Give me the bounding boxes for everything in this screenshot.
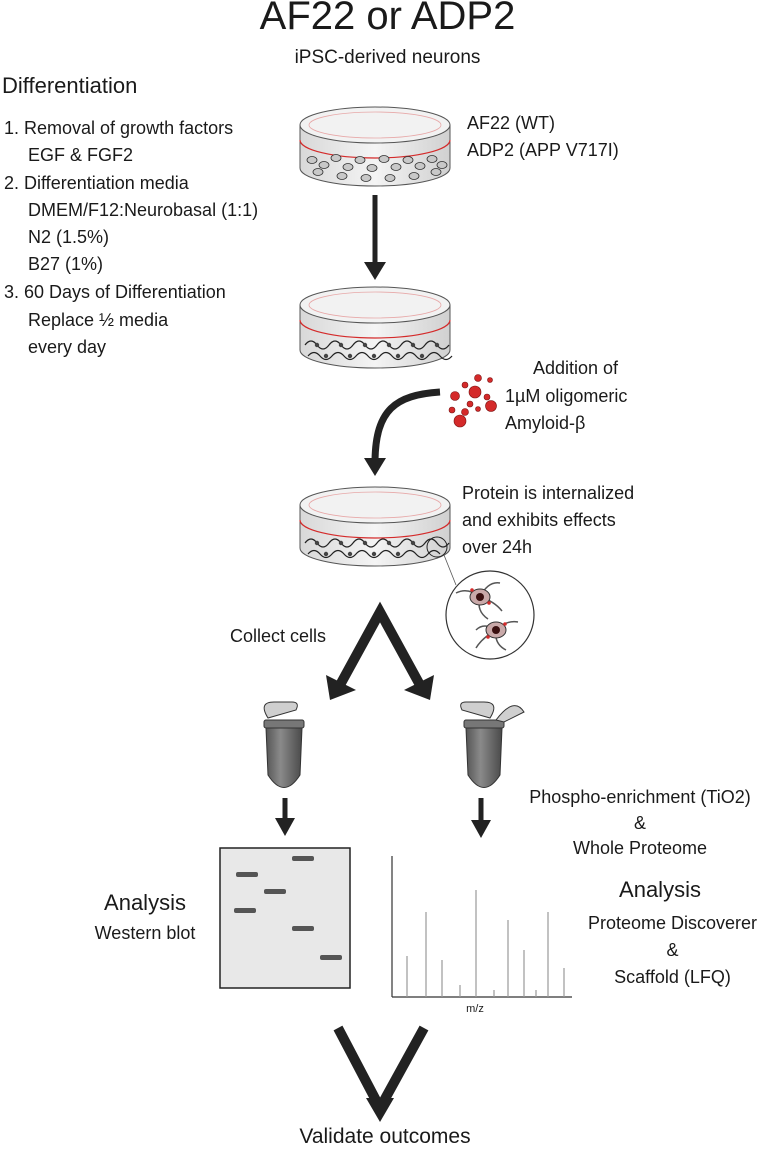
step-3-detail-daily: every day — [28, 337, 107, 357]
step-3: 3. 60 Days of Differentiation — [4, 282, 226, 302]
validate-outcomes-label: Validate outcomes — [299, 1125, 471, 1148]
software-line-2: & — [666, 940, 679, 960]
left-analysis-heading: Analysis — [104, 890, 186, 915]
addition-line-3: Amyloid-β — [505, 413, 586, 433]
step-2: 2. Differentiation media — [4, 173, 189, 193]
petri-dish-progenitor — [299, 106, 451, 187]
internalized-line-3: over 24h — [462, 537, 533, 557]
step-2-detail-b27: B27 (1%) — [28, 254, 104, 274]
collect-cells-label: Collect cells — [230, 626, 327, 646]
amyloid-beta-oligomers — [448, 374, 497, 428]
internalized-line-2: and exhibits effects — [462, 510, 616, 530]
split-arrows — [326, 601, 434, 700]
step-2-detail-n2: N2 (1.5%) — [28, 227, 110, 247]
step-2-detail-media: DMEM/F12:Neurobasal (1:1) — [28, 200, 259, 220]
enrichment-line-1: Phospho-enrichment (TiO2) — [529, 787, 751, 807]
arrow-down-1 — [364, 195, 386, 280]
arrow-down-left — [275, 798, 295, 836]
diagram-subtitle: iPSC-derived neurons — [294, 47, 481, 68]
diagram-title: AF22 or ADP2 — [259, 0, 516, 38]
arrow-addition — [364, 388, 441, 476]
step-1-detail: EGF & FGF2 — [28, 145, 134, 165]
neuron-zoom-inset — [443, 554, 535, 660]
petri-dish-treated — [299, 486, 451, 567]
step-1: 1. Removal of growth factors — [4, 118, 234, 138]
left-analysis-method: Western blot — [94, 923, 196, 943]
right-analysis-heading: Analysis — [619, 877, 701, 902]
addition-line-2: 1µM oligomeric — [505, 386, 628, 406]
petri-dish-neurons — [299, 286, 453, 369]
enrichment-line-2: & — [633, 813, 646, 833]
enrichment-line-3: Whole Proteome — [572, 838, 708, 858]
differentiation-heading: Differentiation — [2, 73, 138, 98]
tube-left — [263, 701, 305, 788]
software-line-3: Scaffold (LFQ) — [614, 967, 731, 987]
mass-spectrum — [391, 856, 572, 998]
addition-line-1: Addition of — [533, 358, 619, 378]
internalized-line-1: Protein is internalized — [462, 483, 635, 503]
arrow-down-right — [471, 798, 491, 838]
step-3-detail-media: Replace ½ media — [28, 310, 169, 330]
cell-line-wt: AF22 (WT) — [467, 113, 555, 133]
converge-arrow — [333, 1025, 429, 1122]
tube-right — [460, 701, 525, 788]
cell-line-mutant: ADP2 (APP V717I) — [467, 140, 619, 160]
software-line-1: Proteome Discoverer — [587, 913, 758, 933]
western-blot — [219, 847, 351, 989]
mz-axis-label: m/z — [466, 1003, 484, 1015]
